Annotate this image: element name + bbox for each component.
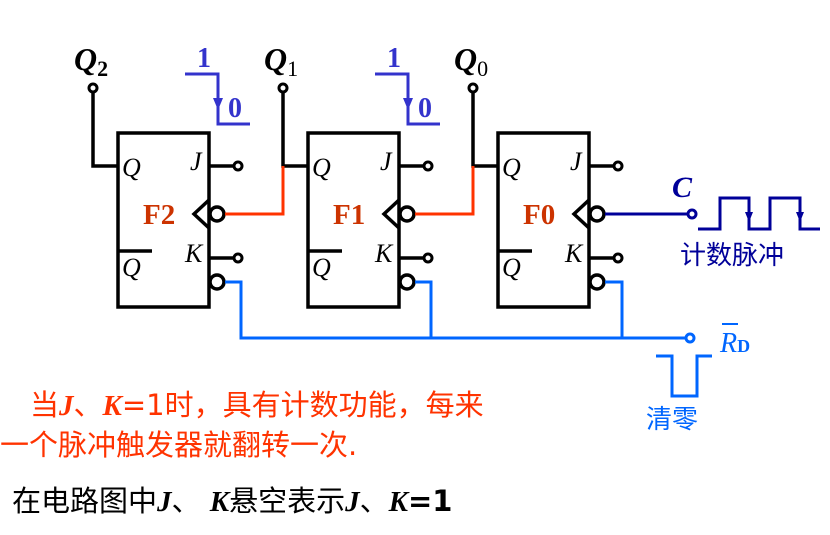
svg-text:K: K [184, 239, 204, 268]
svg-text:J: J [380, 147, 393, 176]
svg-text:Q: Q [312, 253, 331, 282]
clock-wire-f1-f2 [225, 166, 285, 216]
q2-wire [91, 92, 118, 168]
svg-text:Q: Q [122, 153, 141, 182]
flipflop-f1-label: F1 [333, 199, 365, 231]
svg-text:1: 1 [387, 43, 401, 74]
clock-label: C [672, 171, 693, 204]
svg-text:Q: Q [122, 253, 141, 282]
svg-text:0: 0 [418, 93, 432, 124]
transition-to: 0 [228, 93, 242, 124]
clock-terminal [686, 208, 698, 220]
clock-wire-f0-f1 [415, 166, 475, 216]
svg-text:Q: Q [502, 153, 521, 182]
flipflop-f2-box [116, 131, 211, 309]
note-line-2: 一个脉冲触发器就翻转一次. [0, 428, 358, 462]
q1-wire [281, 92, 308, 168]
clock-bubble [208, 205, 226, 223]
svg-text:K: K [374, 239, 394, 268]
svg-text:Q: Q [502, 253, 521, 282]
svg-text:J: J [570, 147, 583, 176]
reset-terminal [684, 332, 696, 344]
flipflop-f1-box [306, 131, 401, 309]
output-q2-label: Q2 [74, 41, 108, 81]
reset-pulse [656, 354, 712, 398]
reset-wire [225, 280, 686, 340]
transition-from: 1 [197, 43, 211, 74]
q0-wire [471, 92, 498, 168]
reset-bubble [208, 273, 226, 291]
flipflop-f2-label: F2 [143, 199, 175, 231]
svg-text:J: J [190, 147, 203, 176]
flipflop-f0-label: F0 [523, 199, 555, 231]
reset-caption: 清零 [646, 405, 698, 435]
output-q1-label: Q1 [264, 41, 298, 81]
svg-text:Q: Q [312, 153, 331, 182]
reset-label: RD [719, 328, 750, 359]
note-line-3: 在电路图中J、 K悬空表示J、K=1 [12, 484, 453, 518]
clock-caption: 计数脉冲 [680, 241, 784, 271]
flipflop-f0-box [496, 131, 591, 309]
note-line-1: 当J、K=1时，具有计数功能，每来 [30, 388, 484, 422]
svg-text:K: K [564, 239, 584, 268]
output-q0-label: Q0 [454, 41, 488, 81]
